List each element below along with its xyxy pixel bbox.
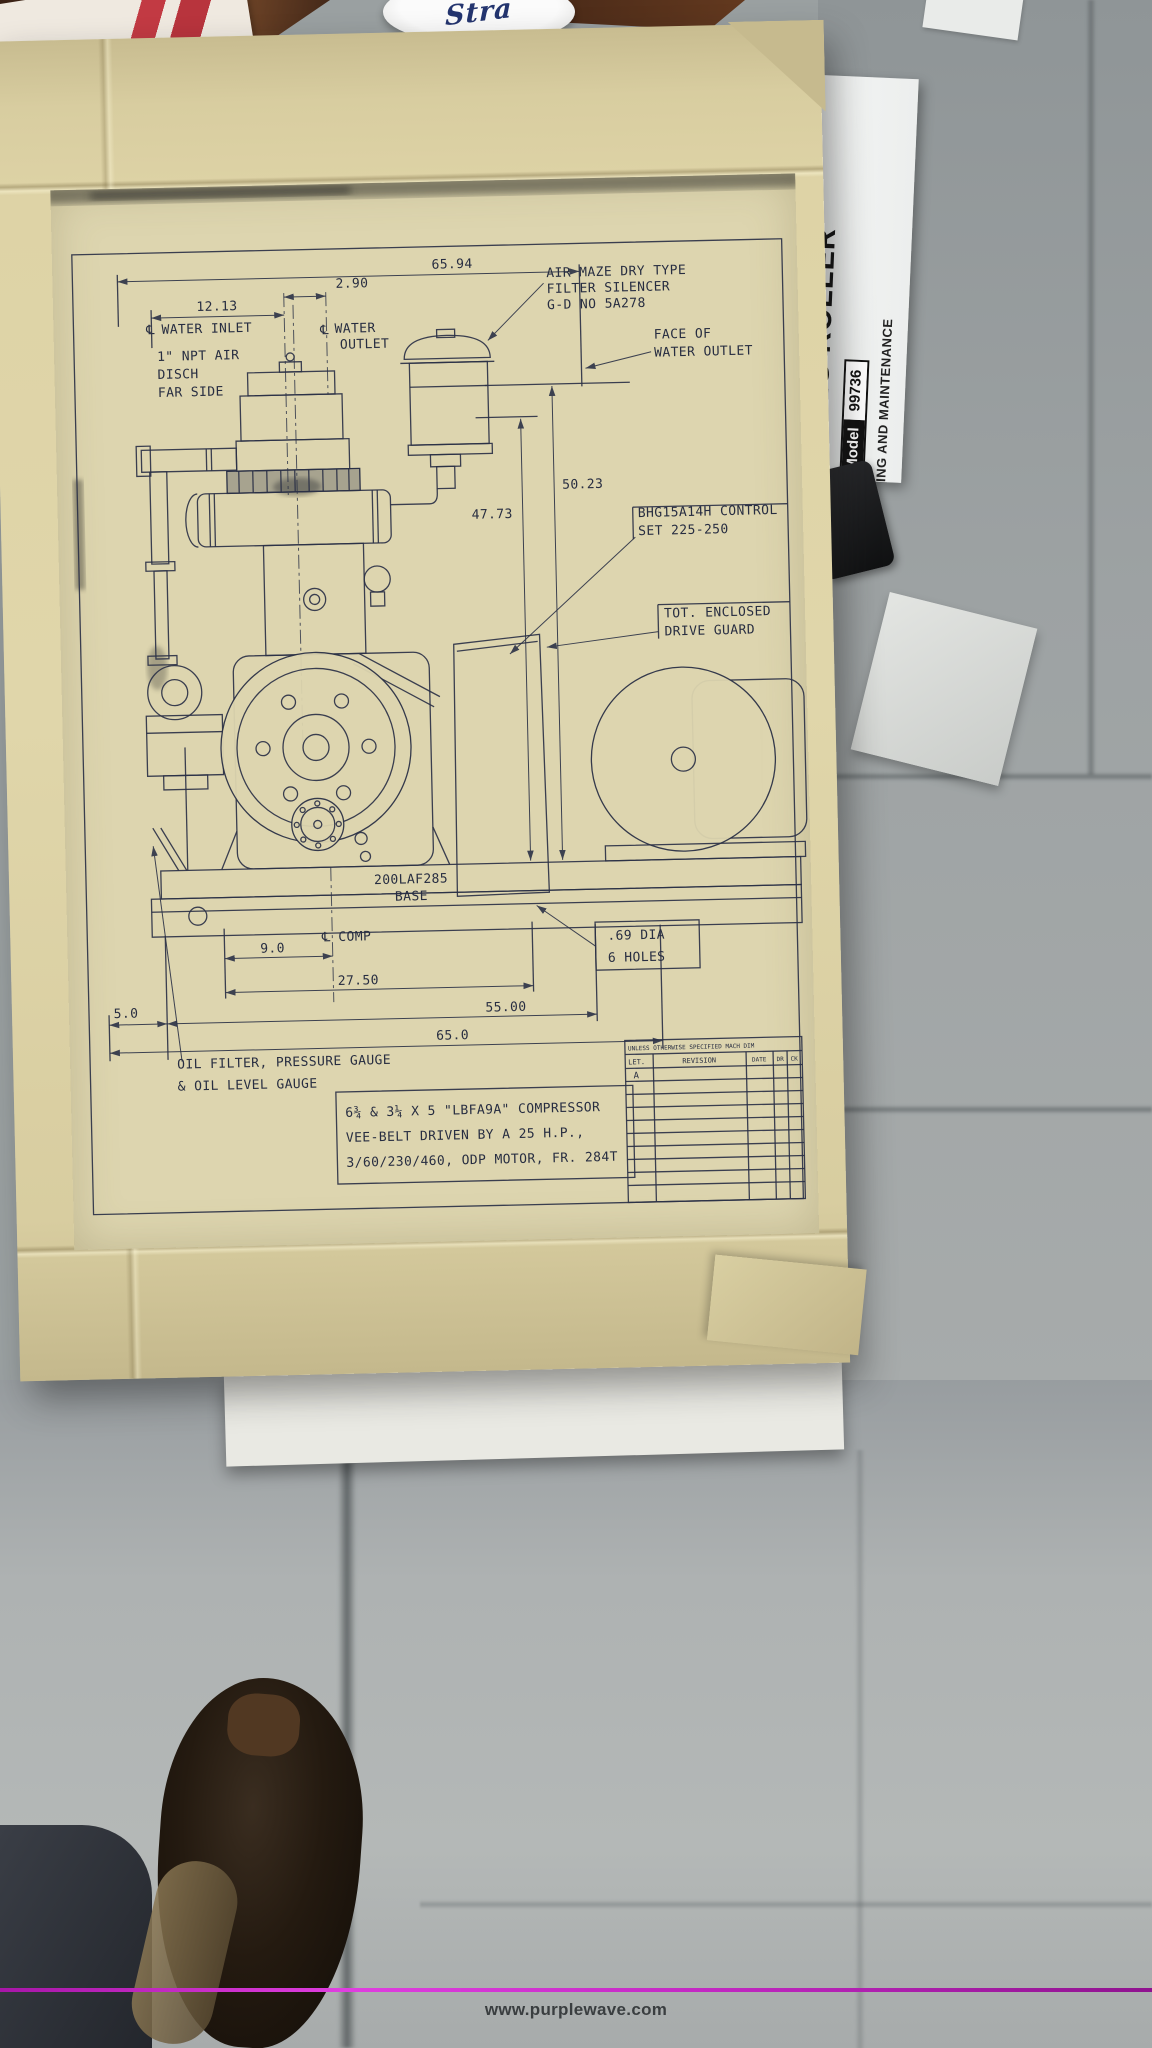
water-inlet-label: WATER INLET — [161, 321, 252, 338]
control-label-1: BHG15A14H CONTROL — [638, 503, 778, 521]
strap-roll-text: Stra — [445, 0, 513, 32]
face-label-1: FACE OF — [654, 326, 712, 342]
comp-label: COMP — [338, 929, 371, 945]
revision-table: UNLESS OTHERWISE SPECIFIED MACH DIM LET.… — [624, 1035, 807, 1204]
title-line-3: 3/60/230/460, ODP MOTOR, FR. 284T — [346, 1150, 618, 1171]
tile-grout-line — [855, 1450, 865, 2048]
pant-leg — [0, 1825, 152, 2048]
npt-label-3: FAR SIDE — [158, 384, 224, 400]
blueprint-sheet: 65.94 12.13 2.90 ℄ WATER INLET ℄ WATER O… — [0, 20, 867, 1382]
shoe-tongue — [225, 1691, 302, 1759]
title-block: 6¾ & 3¼ X 5 "LBFA9A" COMPRESSOR VEE-BELT… — [335, 1084, 636, 1185]
dim-comp-offset: 9.0 — [260, 941, 285, 957]
comp-centerline-symbol: ℄ — [321, 930, 331, 945]
compressor-machine — [135, 292, 808, 1003]
control-label-2: SET 225-250 — [638, 522, 729, 539]
base-label-2: BASE — [395, 889, 428, 905]
holes-label-2: 6 HOLES — [608, 950, 666, 966]
watermark-text: www.purplewave.com — [484, 2000, 668, 2019]
dim-inlet-offset: 12.13 — [196, 299, 237, 315]
inlet-centerline — [283, 293, 289, 496]
dim-height-outlet: 47.73 — [471, 507, 512, 523]
blueprint-print-area: 65.94 12.13 2.90 ℄ WATER INLET ℄ WATER O… — [50, 173, 820, 1251]
face-label-2: WATER OUTLET — [654, 343, 753, 360]
folded-corner-top-right — [728, 20, 827, 134]
comp-centerline — [330, 867, 335, 1003]
manual-subtitle: ING AND MAINTENANCE — [873, 318, 896, 483]
dim-base-length: 65.0 — [436, 1028, 469, 1044]
blueprint-drawing: 65.94 12.13 2.90 ℄ WATER INLET ℄ WATER O… — [50, 173, 808, 1216]
water-outlet-label-2: OUTLET — [340, 337, 390, 353]
dim-outlet-offset: 2.90 — [335, 276, 368, 292]
leader-lines — [151, 282, 790, 1062]
dimension-lines — [108, 264, 664, 1062]
tile-grout-line — [818, 1105, 1152, 1114]
oil-label-1: OIL FILTER, PRESSURE GAUGE — [177, 1053, 391, 1073]
tile-grout-line — [420, 1900, 1152, 1909]
title-line-1: 6¾ & 3¼ X 5 "LBFA9A" COMPRESSOR — [345, 1100, 600, 1121]
rev-col-let: LET. — [628, 1058, 645, 1066]
guard-label-2: DRIVE GUARD — [664, 622, 755, 639]
dim-guard-span: 27.50 — [338, 973, 379, 989]
dim-overall-top: 65.94 — [431, 257, 472, 273]
inlet-centerline-symbol: ℄ — [145, 323, 155, 338]
title-line-2: VEE-BELT DRIVEN BY A 25 H.P., — [346, 1125, 585, 1145]
watermark-line — [0, 1988, 1152, 1992]
rev-col-dr: DR — [777, 1056, 785, 1063]
manual-model-number: 99736 — [843, 361, 868, 420]
npt-label-1: 1" NPT AIR — [157, 348, 240, 365]
dim-height-face: 50.23 — [562, 477, 603, 493]
tile-grout-line — [1086, 0, 1096, 775]
outlet-centerline-symbol: ℄ — [319, 323, 329, 338]
folded-corner-bottom-right — [706, 1254, 867, 1356]
base-label-1: 200LAF285 — [374, 871, 448, 888]
guard-label-1: TOT. ENCLOSED — [664, 604, 771, 621]
drawing-border — [71, 238, 805, 1216]
rev-col-date: DATE — [752, 1056, 767, 1063]
water-outlet-label-1: WATER — [334, 321, 375, 337]
cylinder-centerline — [292, 304, 304, 745]
filter-label-3: G-D NO 5A278 — [547, 296, 646, 313]
oil-label-2: & OIL LEVEL GAUGE — [178, 1077, 318, 1095]
white-sheet-under-drawing — [223, 1359, 845, 1467]
filter-label-2: FILTER SILENCER — [547, 279, 671, 297]
rev-row1-let: A — [633, 1071, 639, 1081]
dim-bolt-span: 55.00 — [485, 1000, 526, 1016]
rev-col-ck: CK — [791, 1056, 799, 1063]
filter-label-1: AIR MAZE DRY TYPE — [546, 263, 686, 281]
belt-guard — [453, 633, 551, 897]
rev-col-revision: REVISION — [682, 1056, 716, 1065]
rev-spec-note: UNLESS OTHERWISE SPECIFIED MACH DIM — [628, 1043, 755, 1053]
dim-left-overhang: 5.0 — [114, 1007, 139, 1023]
holes-label-1: .69 DIA — [607, 928, 665, 944]
motor — [590, 666, 777, 852]
npt-label-2: DISCH — [157, 367, 198, 383]
outlet-centerline — [325, 292, 329, 395]
base-rail — [160, 855, 802, 900]
